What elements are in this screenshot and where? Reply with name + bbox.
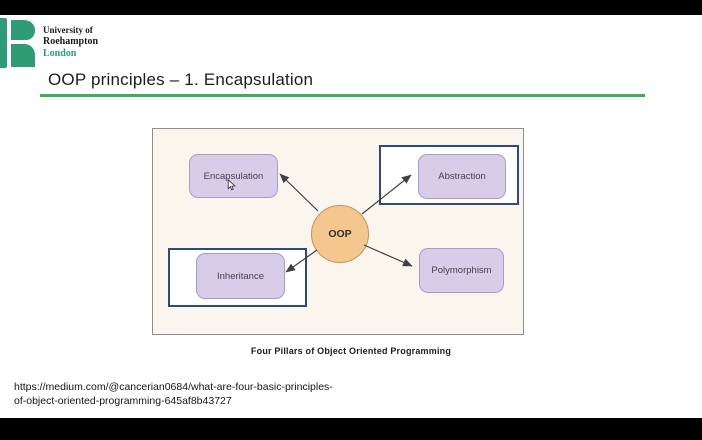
node-polymorphism-label: Polymorphism <box>431 265 492 276</box>
node-inheritance-label: Inheritance <box>216 270 264 282</box>
source-url-line1: https://medium.com/@cancerian0684/what-a… <box>14 381 333 393</box>
node-abstraction: Abstraction <box>418 154 506 199</box>
oop-center-node: OOP <box>311 205 369 263</box>
diagram-caption: Four Pillars of Object Oriented Programm… <box>250 346 452 356</box>
logo-roehampton: Roehampton <box>43 36 99 47</box>
source-url: https://medium.com/@cancerian0684/what-a… <box>14 381 333 408</box>
node-abstraction-label: Abstraction <box>438 171 486 182</box>
bottom-letterbox-bar <box>0 418 702 440</box>
mouse-cursor-icon <box>227 179 236 191</box>
arrow-to-polymorphism <box>363 244 413 267</box>
node-inheritance: Inheritance <box>196 253 285 299</box>
top-letterbox-bar <box>0 0 702 15</box>
source-url-line2: of-object-oriented-programming-645af8b43… <box>14 394 232 407</box>
logo-london: London <box>43 48 77 59</box>
roehampton-logo-icon <box>0 18 35 68</box>
logo-university-of: University of <box>43 25 93 35</box>
title-underline-rule <box>40 94 645 97</box>
logo-text: University of Roehampton London <box>43 26 98 59</box>
oop-pillars-diagram: Encapsulation Abstraction Inheritance Po… <box>152 128 524 335</box>
arrow-to-encapsulation <box>279 173 319 212</box>
node-polymorphism: Polymorphism <box>419 248 504 293</box>
node-encapsulation-label: Encapsulation <box>203 170 264 182</box>
slide-title: OOP principles – 1. Encapsulation <box>48 70 314 89</box>
oop-center-label: OOP <box>328 228 352 240</box>
node-encapsulation: Encapsulation <box>189 154 278 198</box>
university-logo: University of Roehampton London <box>0 17 170 69</box>
